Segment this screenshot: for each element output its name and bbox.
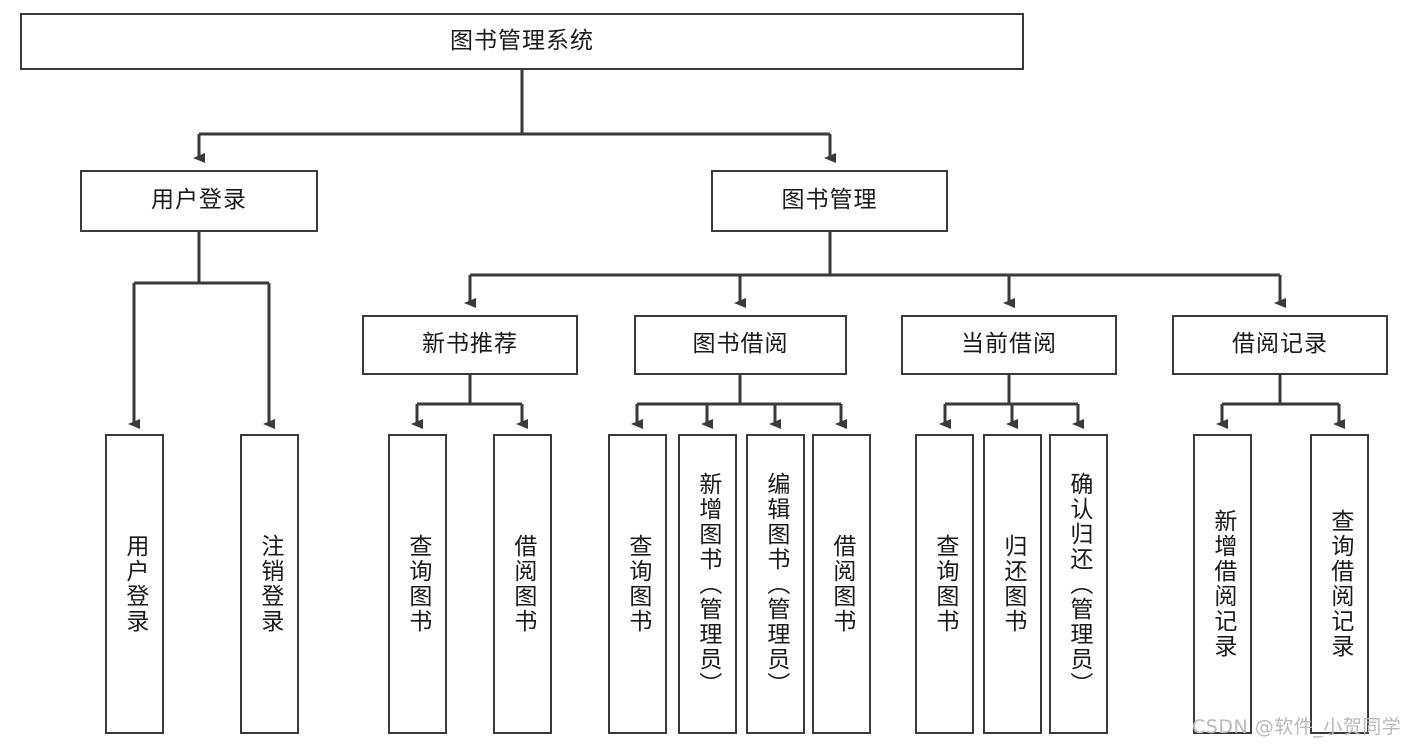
node-label: 新增借阅记录 (1209, 509, 1236, 659)
node-label: 借阅图书 (509, 534, 536, 634)
csdn-watermark: CSDN @软件_小贺同学 (1192, 716, 1402, 738)
node-label: 查询图书 (624, 534, 651, 634)
node-new-book-recommend[interactable]: 新书推荐 (362, 315, 578, 375)
node-user-login[interactable]: 用户登录 (80, 170, 318, 232)
node-borrow-record[interactable]: 借阅记录 (1172, 315, 1388, 375)
leaf-borrow-edit-book-admin[interactable]: 编辑图书（管理员） (746, 434, 805, 734)
node-book-borrow[interactable]: 图书借阅 (634, 315, 847, 375)
leaf-recommend-query-book[interactable]: 查询图书 (388, 434, 447, 734)
node-label: 用户登录 (151, 187, 247, 214)
node-label: 确认归还（管理员） (1065, 471, 1092, 697)
node-label: 查询图书 (404, 534, 431, 634)
node-label: 注销登录 (256, 534, 283, 634)
node-label: 图书管理系统 (450, 27, 594, 54)
leaf-borrow-add-book-admin[interactable]: 新增图书（管理员） (678, 434, 737, 734)
leaf-user-login-signin[interactable]: 用户登录 (105, 434, 164, 734)
node-label: 借阅图书 (828, 534, 855, 634)
leaf-current-return-book[interactable]: 归还图书 (983, 434, 1042, 734)
node-label: 新增图书（管理员） (694, 471, 721, 697)
node-current-borrow[interactable]: 当前借阅 (901, 315, 1117, 375)
node-label: 查询图书 (931, 534, 958, 634)
node-label: 编辑图书（管理员） (762, 471, 789, 697)
node-label: 当前借阅 (961, 331, 1057, 358)
node-label: 图书管理 (781, 187, 878, 214)
node-label: 借阅记录 (1232, 331, 1328, 358)
node-label: 图书借阅 (692, 331, 789, 358)
leaf-borrow-borrow-book[interactable]: 借阅图书 (812, 434, 871, 734)
node-root-system[interactable]: 图书管理系统 (20, 13, 1024, 70)
node-label: 归还图书 (999, 534, 1026, 634)
leaf-borrow-query-book[interactable]: 查询图书 (608, 434, 667, 734)
node-label: 新书推荐 (422, 331, 518, 358)
leaf-current-query-book[interactable]: 查询图书 (915, 434, 974, 734)
node-label: 查询借阅记录 (1326, 509, 1353, 659)
leaf-recommend-borrow-book[interactable]: 借阅图书 (493, 434, 552, 734)
leaf-record-add-record[interactable]: 新增借阅记录 (1193, 434, 1252, 734)
leaf-user-login-signout[interactable]: 注销登录 (240, 434, 299, 734)
node-book-management[interactable]: 图书管理 (711, 170, 948, 232)
leaf-current-confirm-return-admin[interactable]: 确认归还（管理员） (1049, 434, 1108, 734)
node-label: 用户登录 (121, 534, 148, 634)
leaf-record-query-record[interactable]: 查询借阅记录 (1310, 434, 1369, 734)
